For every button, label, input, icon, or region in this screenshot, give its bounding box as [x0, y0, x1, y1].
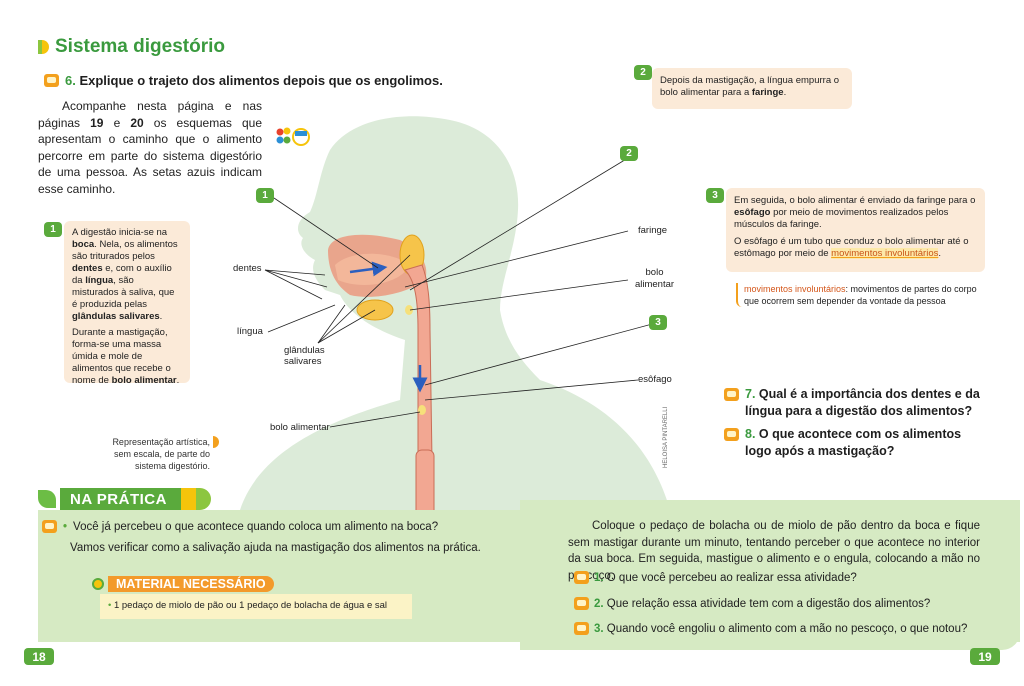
activity-icon: [276, 127, 310, 146]
digestive-system-illustration: [240, 116, 670, 520]
na-pratica-question: • Você já percebeu o que acontece quando…: [42, 520, 438, 533]
speech-bubble-icon: [574, 597, 589, 610]
speech-bubble-icon: [574, 571, 589, 584]
page-number-right: 19: [970, 648, 1000, 665]
glossary-note: movimentos involuntários: movimentos de …: [736, 283, 986, 307]
question-6: 6. Explique o trajeto dos alimentos depo…: [44, 73, 443, 88]
intro-paragraph: Acompanhe nesta página e nas páginas 19 …: [38, 99, 262, 196]
label-bolo-alimentar-1: bolo alimentar: [634, 267, 675, 290]
activity-question-3: 3. Quando você engoliu o alimento com a …: [574, 622, 967, 635]
leaf-icon: [38, 490, 56, 508]
label-dentes: dentes: [233, 263, 262, 274]
label-glandulas: glândulas salivares: [284, 345, 325, 367]
step-3-box: Em seguida, o bolo alimentar é enviado d…: [726, 188, 985, 272]
activity-question-2: 2. Que relação essa atividade tem com a …: [574, 597, 930, 610]
step-badge-1: 1: [256, 188, 274, 203]
speech-bubble-icon: [724, 428, 739, 441]
na-pratica-panel-right: [520, 500, 1020, 650]
material-list: • 1 pedaço de miolo de pão ou 1 pedaço d…: [100, 594, 412, 619]
speech-bubble-icon: [724, 388, 739, 401]
step-1-box: A digestão inicia-se na boca. Nela, os a…: [64, 221, 190, 386]
title-marker-icon: [38, 40, 49, 54]
material-header: MATERIAL NECESSÁRIO: [92, 575, 274, 592]
activity-question-1: 1. O que você percebeu ao realizar essa …: [574, 571, 857, 584]
speech-bubble-icon: [42, 520, 57, 533]
label-lingua: língua: [237, 326, 263, 337]
label-faringe: faringe: [638, 225, 668, 236]
box-badge-3: 3: [706, 188, 724, 203]
step-badge-2: 2: [620, 146, 638, 161]
box-badge-1: 1: [44, 222, 62, 237]
illustration-credit: HELOISA PINTARELLI: [663, 406, 669, 468]
speech-bubble-icon: [44, 74, 59, 87]
page-number-left: 18: [24, 648, 54, 665]
na-pratica-line: Vamos verificar como a salivação ajuda n…: [70, 542, 481, 554]
question-8: 8. O que acontece com os alimentos logo …: [724, 426, 984, 459]
material-dot-icon: [92, 577, 104, 590]
box-badge-2: 2: [634, 65, 652, 80]
na-pratica-header: NA PRÁTICA: [38, 488, 211, 510]
step-2-box: Depois da mastigação, a língua empurra o…: [652, 68, 852, 109]
activity-instructions: Coloque o pedaço de bolacha ou de miolo …: [568, 520, 980, 582]
header-tail-icon: [180, 488, 211, 510]
question-7: 7. Qual é a importância dos dentes e da …: [724, 386, 984, 419]
illustration-caption: Representação artística, sem escala, de …: [112, 437, 210, 471]
glossary-link[interactable]: movimentos involuntários: [831, 248, 939, 259]
label-esofago: esôfago: [638, 374, 672, 385]
page-title: Sistema digestório: [38, 36, 225, 58]
label-bolo-alimentar-2: bolo alimentar: [270, 422, 330, 433]
caption-marker: [213, 436, 219, 448]
speech-bubble-icon: [574, 622, 589, 635]
step-badge-3: 3: [649, 315, 667, 330]
